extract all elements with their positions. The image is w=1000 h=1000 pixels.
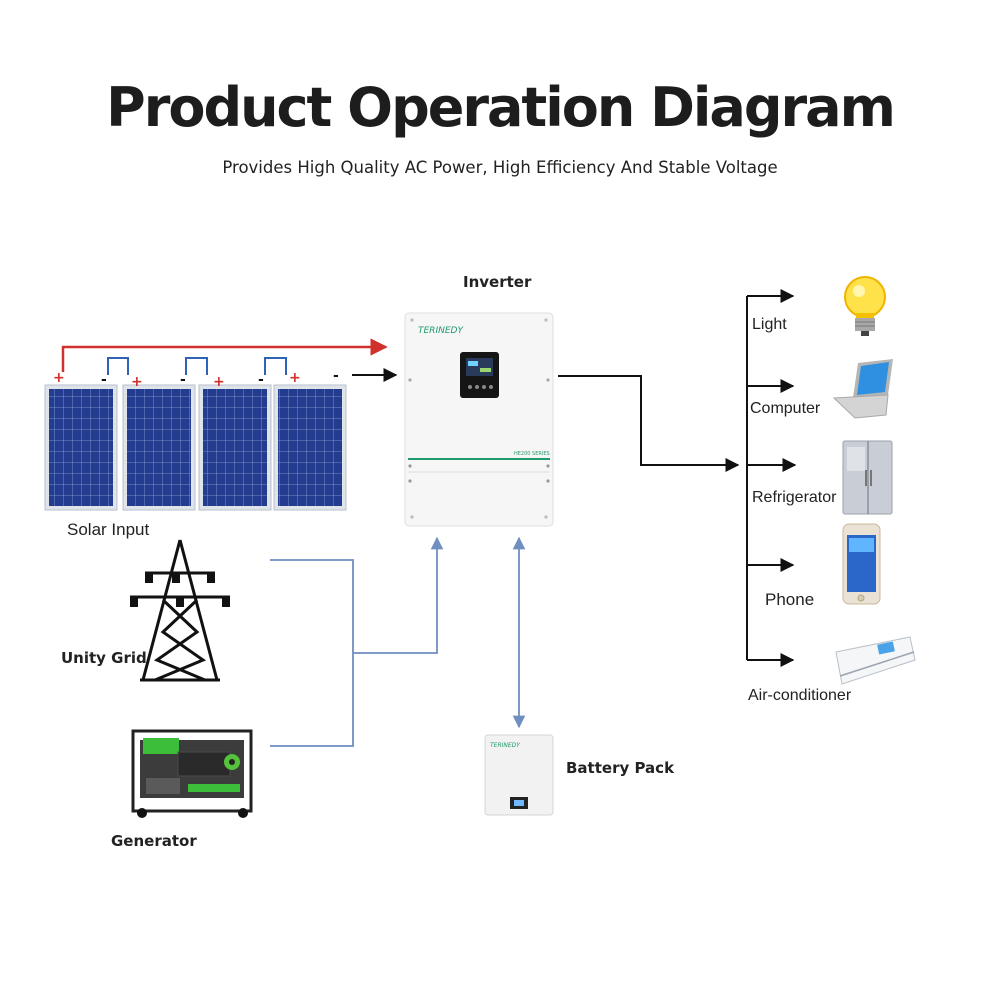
solar-panel-1 (44, 384, 118, 511)
negative-terminal: - (258, 372, 264, 388)
ac-input-wire (353, 536, 444, 654)
grid-input-wire (270, 559, 354, 747)
page-title: Product Operation Diagram (106, 76, 896, 139)
laptop-icon (832, 359, 893, 419)
unity-grid-label: Unity Grid (61, 649, 147, 667)
positive-terminal: + (53, 370, 65, 386)
load-label-computer: Computer (750, 400, 821, 417)
load-label-air-conditioner: Air-conditioner (748, 687, 852, 704)
air-conditioner-icon (835, 636, 916, 685)
inverter-output-wire (558, 375, 740, 472)
positive-terminal: + (131, 374, 143, 390)
inverter-label: Inverter (463, 273, 532, 291)
phone-icon (842, 523, 881, 605)
solar-panel-2 (122, 384, 196, 511)
panel-link-wire (264, 357, 287, 375)
inverter-model: HE200 SERIES (514, 451, 550, 457)
solar-panel-3 (198, 384, 272, 511)
solar-panel-4 (273, 384, 347, 511)
generator-label: Generator (111, 832, 197, 850)
solar-input-label: Solar Input (67, 520, 150, 539)
load-label-refrigerator: Refrigerator (752, 489, 837, 506)
negative-terminal: - (101, 372, 107, 388)
negative-terminal: - (333, 368, 339, 384)
inverter-brand: TERINEDY (418, 326, 464, 336)
panel-link-wire (107, 357, 129, 375)
battery-pack-unit: TERINEDY (484, 734, 554, 816)
battery-brand: TERINEDY (490, 742, 521, 749)
panel-link-wire (185, 357, 208, 375)
generator-icon (131, 729, 253, 818)
power-tower-icon (130, 539, 230, 682)
solar-panels: + - + - + - + - (44, 357, 347, 511)
positive-terminal: + (213, 374, 225, 390)
load-label-phone: Phone (765, 590, 815, 609)
light-bulb-icon (844, 276, 886, 336)
load-label-light: Light (752, 316, 787, 333)
solar-positive-wire (61, 338, 388, 372)
page-subtitle: Provides High Quality AC Power, High Eff… (222, 158, 778, 177)
positive-terminal: + (289, 370, 301, 386)
negative-terminal: - (180, 372, 186, 388)
inverter-unit: TERINEDY HE200 SERIES (404, 312, 554, 527)
battery-pack-label: Battery Pack (566, 759, 675, 777)
refrigerator-icon (842, 440, 893, 515)
